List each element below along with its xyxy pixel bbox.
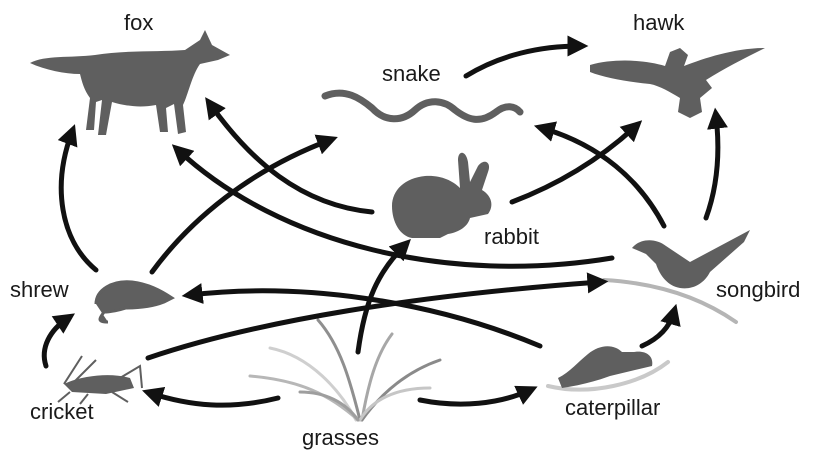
arrow-grasses-to-cricket — [150, 393, 278, 405]
rabbit-label: rabbit — [484, 224, 539, 250]
arrow-cricket-to-shrew — [44, 318, 68, 366]
grasses-icon — [250, 320, 440, 420]
songbird-icon — [604, 230, 750, 322]
fox-icon — [30, 30, 230, 135]
songbird-label: songbird — [716, 277, 800, 303]
arrow-shrew-to-fox — [61, 132, 96, 270]
arrow-caterpillar-to-songbird — [642, 312, 674, 346]
arrow-songbird-to-snake — [542, 128, 664, 226]
shrew-icon — [96, 282, 172, 322]
grasses-label: grasses — [302, 425, 379, 451]
arrow-snake-to-hawk — [466, 46, 580, 76]
caterpillar-label: caterpillar — [565, 395, 660, 421]
fox-label: fox — [124, 10, 153, 36]
hawk-icon — [590, 48, 765, 118]
hawk-label: hawk — [633, 10, 684, 36]
arrow-shrew-to-snake — [152, 140, 330, 272]
cricket-label: cricket — [30, 399, 94, 425]
caterpillar-icon — [548, 346, 668, 389]
snake-label: snake — [382, 61, 441, 87]
rabbit-icon — [392, 153, 491, 238]
cricket-icon — [58, 356, 142, 404]
shrew-label: shrew — [10, 277, 69, 303]
arrow-songbird-to-hawk — [706, 116, 718, 218]
arrow-grasses-to-caterpillar — [420, 390, 530, 404]
snake-icon — [325, 93, 520, 119]
